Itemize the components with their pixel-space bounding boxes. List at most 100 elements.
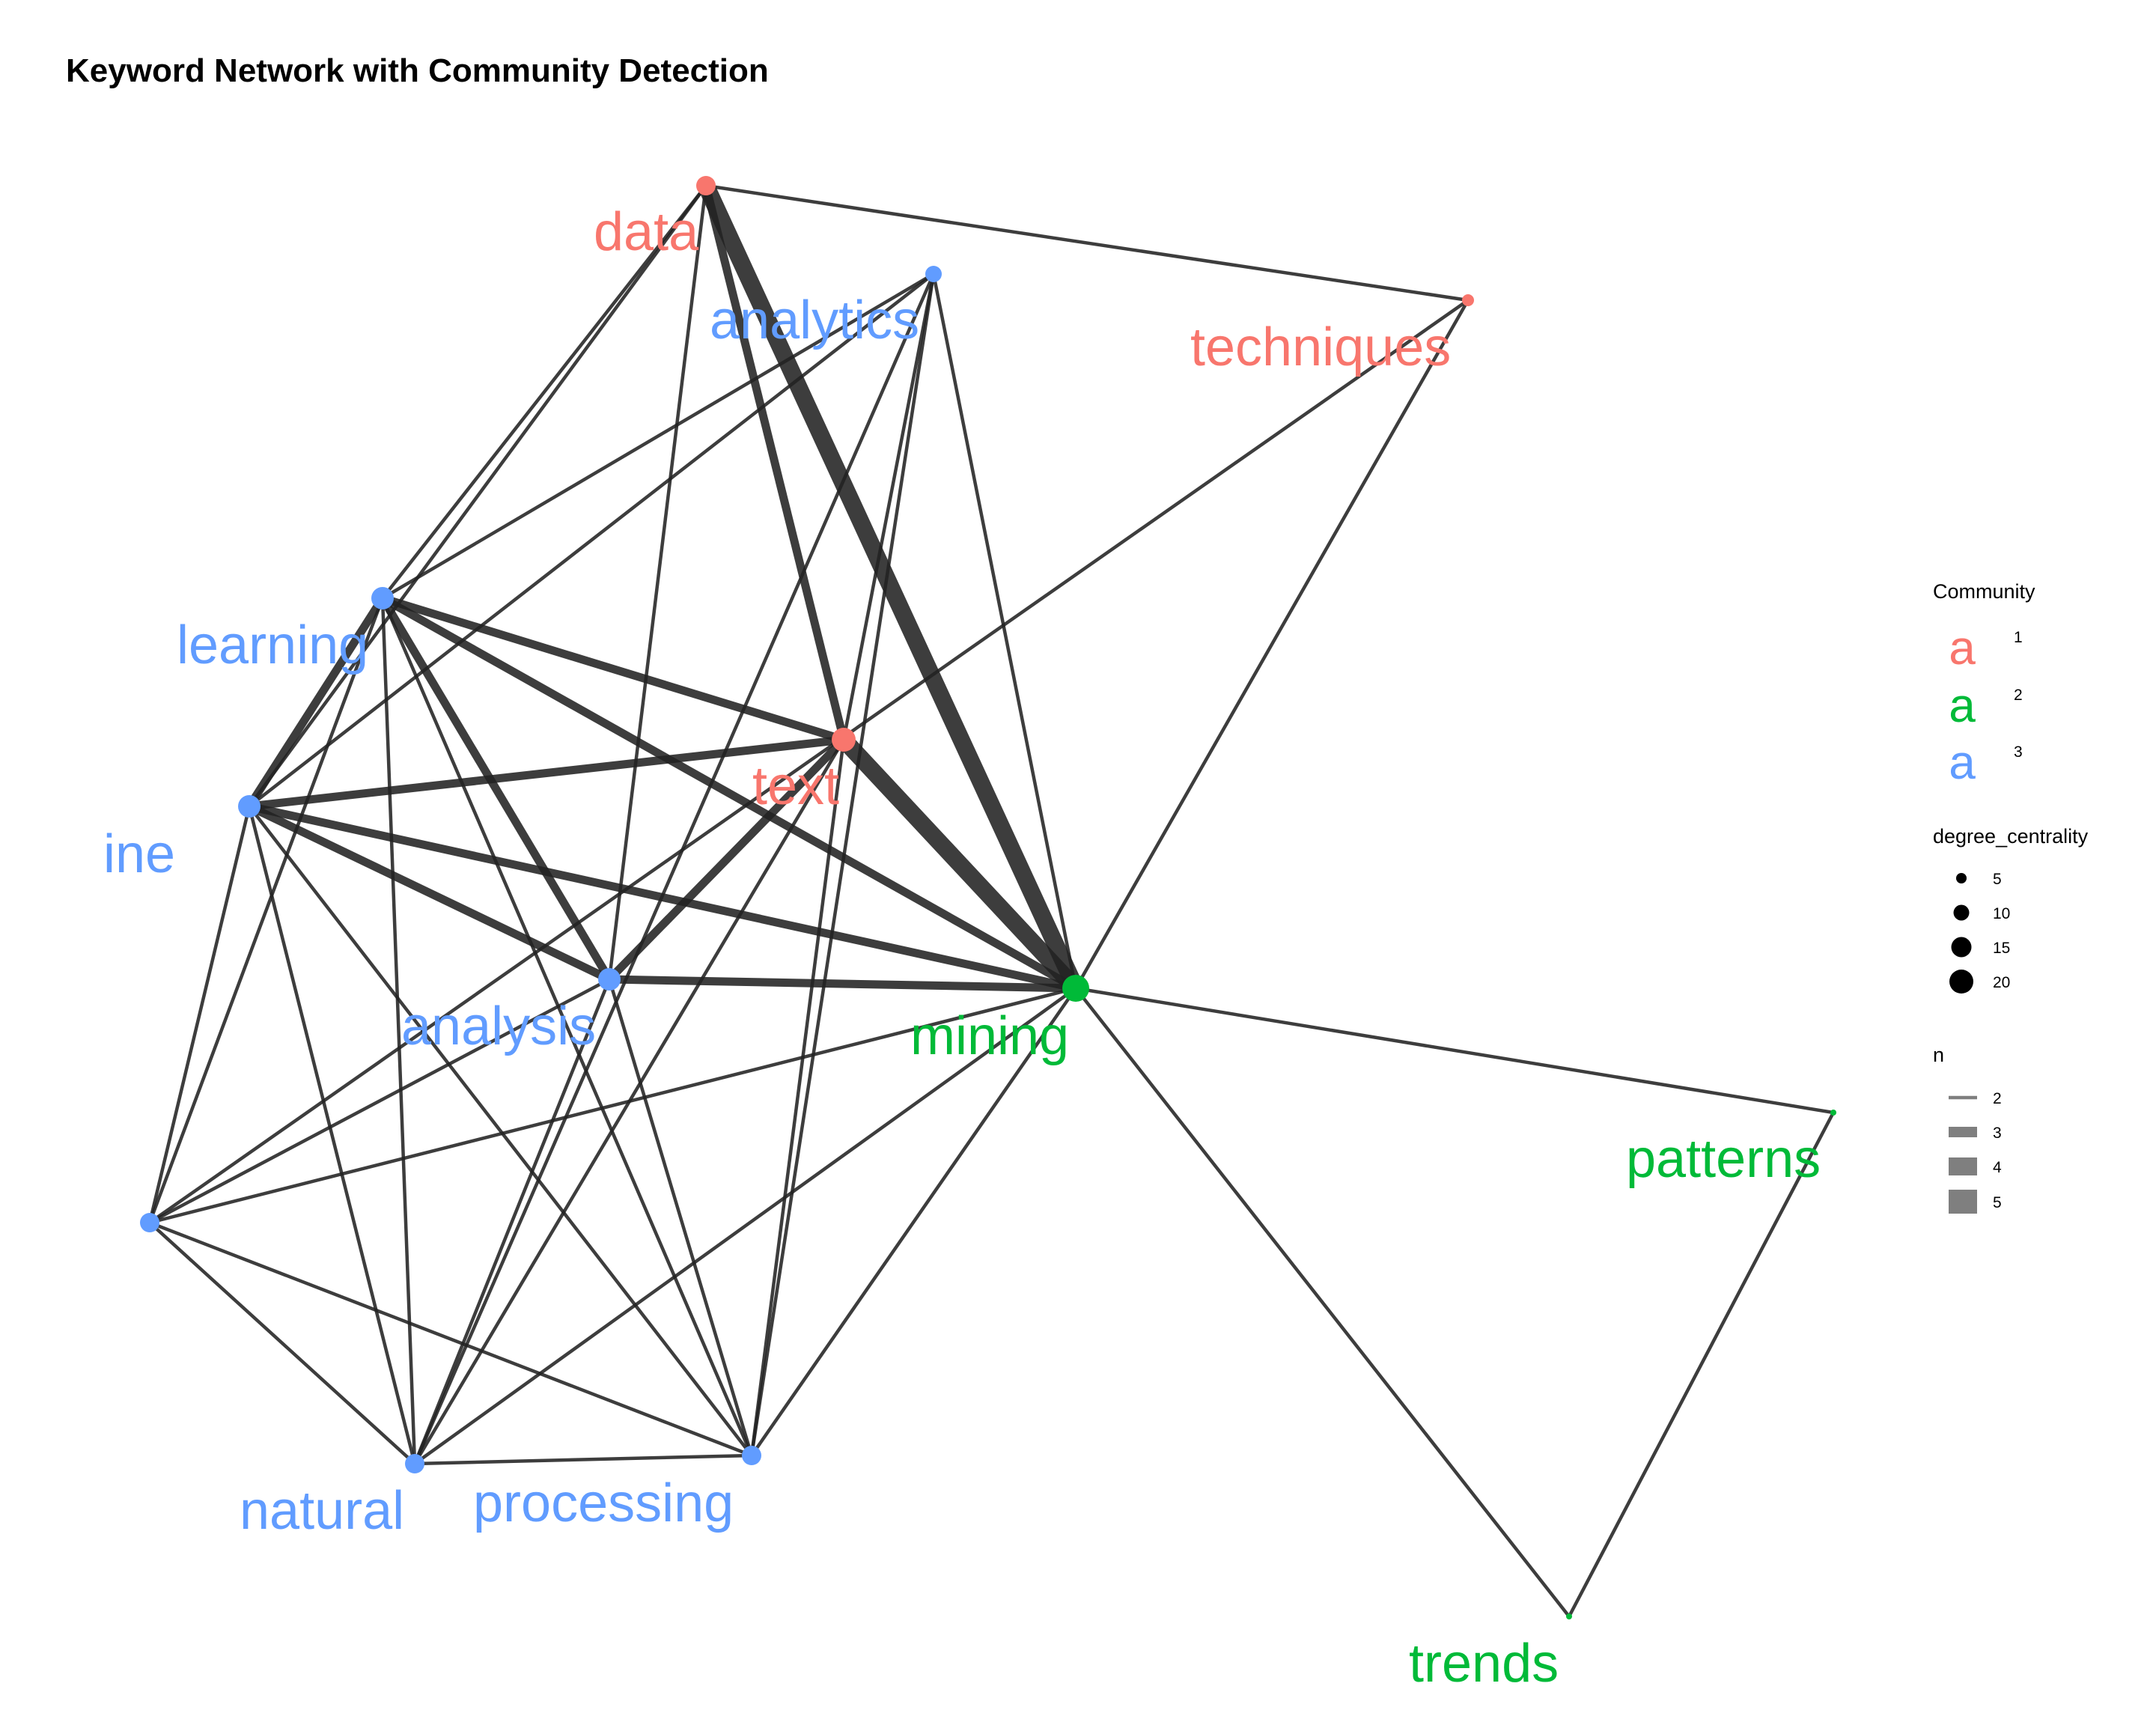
node-label-learning: learning [177,615,368,675]
edge-learning-text [381,594,845,744]
edge-text-analysis [606,737,847,982]
legend-n-label-2: 2 [1993,1090,2002,1107]
edge-analysis-processing [607,979,754,1456]
edge-analytics-mining [931,273,1078,989]
legend-degree-items: 5 10 15 20 [1949,871,2010,994]
edge-data-techniques [705,183,1469,302]
edge-learning-mining [380,594,1078,992]
node-label-trends: trends [1409,1634,1559,1694]
edge-analysis-mining [609,975,1077,993]
legend-degree-dot-20 [1949,970,1973,994]
node-label-processing: processing [473,1473,734,1533]
node-label-data: data [594,202,699,262]
edges-layer [147,182,1835,1618]
legend-n-key-4 [1949,1157,1977,1175]
node-label-analysis: analysis [401,997,596,1056]
legend-community-title: Community [1933,580,2035,603]
edge-analytics-natural [412,273,936,1464]
edge-learning-machine [246,596,386,809]
legend-degree-title: degree_centrality [1933,825,2089,848]
node-analytics [925,266,942,282]
legend-degree-label-20: 20 [1993,974,2010,991]
edge-language-processing [149,1220,752,1458]
node-label-patterns: patterns [1626,1129,1821,1189]
edge-analytics-learning [381,273,935,600]
node-patterns [1830,1110,1836,1116]
legend-n-label-4: 4 [1993,1159,2002,1176]
node-analysis [598,968,621,991]
legend-degree-dot-15 [1951,937,1972,958]
edge-data-mining [698,182,1084,992]
legend-degree-label-10: 10 [1993,905,2010,922]
chart-title: Keyword Network with Community Detection [66,52,769,89]
nodes-layer [140,176,1836,1619]
node-label-mining: mining [910,1006,1069,1066]
edge-data-analysis [607,185,708,980]
edge-analytics-text [841,273,936,740]
edge-analytics-machine [248,273,935,808]
edge-machine-processing [248,805,753,1457]
legend-n-key-5 [1949,1190,1977,1214]
node-label-machine: ine [103,824,175,884]
edge-data-learning [381,184,707,600]
edge-text-processing [749,739,846,1456]
node-label-natural: natural [240,1481,404,1541]
legend-community-label-2: 2 [2014,687,2023,704]
legend-n-label-3: 3 [1993,1125,2002,1142]
edge-language-natural [148,1221,416,1465]
edge-learning-natural [380,597,417,1464]
legend-n-items: 2 3 4 5 [1949,1090,2002,1214]
edge-machine-mining [248,802,1077,993]
node-mining [1062,975,1089,1002]
edge-patterns-trends [1568,1111,1835,1618]
edge-machine-language [147,806,252,1223]
edge-learning-processing [380,597,754,1456]
node-processing [742,1446,761,1465]
node-label-text: text [752,756,839,816]
node-machine [238,795,261,818]
edge-mining-patterns [1075,986,1834,1115]
legend-degree-dot-10 [1953,904,1970,921]
node-trends [1566,1613,1572,1619]
edge-learning-language [147,597,385,1223]
node-data [696,176,716,195]
edge-text-mining [837,734,1082,994]
edge-mining-trends [1074,987,1571,1618]
node-text [832,728,856,752]
legend-degree-dot-5 [1956,873,1967,883]
legend-community-key-3: a [1949,735,1976,789]
legend-n-title: n [1933,1044,1944,1066]
edge-analysis-language [148,978,611,1224]
legend-n-label-5: 5 [1993,1194,2002,1211]
node-natural [405,1454,424,1473]
edge-analysis-natural [412,979,612,1464]
edge-mining-natural [413,987,1077,1465]
legend-community-label-1: 1 [2014,629,2023,646]
legend-n-key-2 [1949,1095,1977,1100]
node-techniques [1462,294,1474,306]
edge-machine-text [249,735,844,811]
edge-learning-analysis [379,596,613,982]
edge-machine-analysis [247,803,612,983]
legend-n-key-3 [1949,1127,1977,1137]
legend-degree-label-15: 15 [1993,940,2010,957]
legend-community-label-3: 3 [2014,743,2023,761]
edge-techniques-language [148,299,1470,1224]
node-label-techniques: techniques [1190,317,1451,377]
edge-data-machine [248,184,707,808]
edge-mining-language [149,986,1077,1225]
edge-data-text [701,184,848,741]
node-label-analytics: analytics [710,290,919,350]
legend-community-key-2: a [1949,678,1976,732]
edge-analytics-processing [749,273,936,1456]
edge-machine-natural [247,806,417,1464]
node-learning [371,587,394,609]
edge-natural-processing [414,1453,752,1466]
legend-degree-label-5: 5 [1993,871,2002,888]
node-language [140,1213,159,1232]
edge-techniques-mining [1074,299,1470,990]
